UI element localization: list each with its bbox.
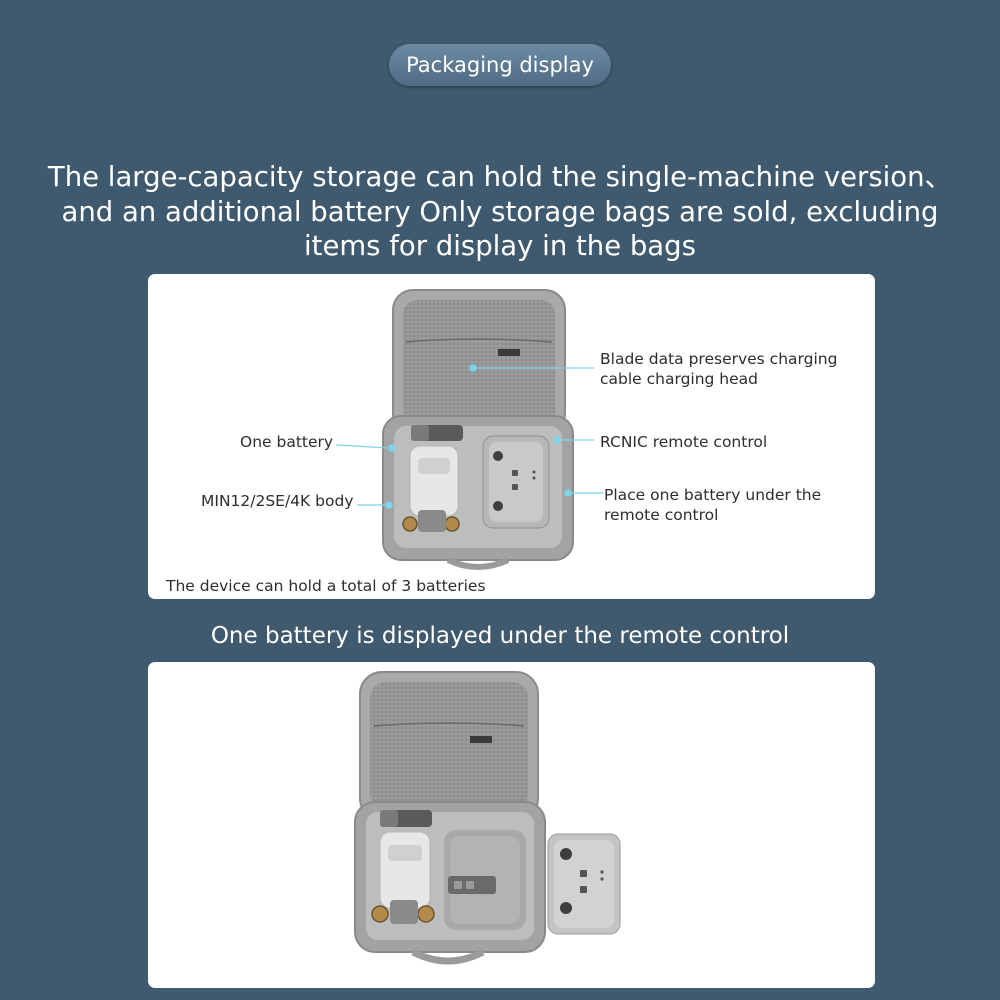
callout-blade-data: Blade data preserves charging cable char… — [600, 349, 837, 389]
storage-case-diagram: Blade data preserves charging cable char… — [148, 274, 875, 599]
callout-under-remote-line-1: Place one battery under the — [604, 486, 822, 504]
callout-remote-control: RCNIC remote control — [600, 433, 768, 451]
callout-blade-line-1: Blade data preserves charging — [600, 350, 838, 368]
headline: The large-capacity storage can hold the … — [40, 160, 960, 264]
callout-total-batteries: The device can hold a total of 3 batteri… — [166, 577, 486, 595]
headline-line-1: The large-capacity storage can hold the … — [47, 161, 953, 193]
section-caption: One battery is displayed under the remot… — [210, 623, 790, 649]
case-logo-tag — [498, 349, 520, 356]
callout-battery-under-remote: Place one battery under the remote contr… — [604, 485, 821, 525]
callout-blade-line-2: cable charging head — [600, 370, 759, 388]
storage-case-open-photo — [335, 289, 603, 570]
packaging-display-badge: Packaging display — [389, 44, 611, 86]
headline-line-2: and an additional battery Only storage b… — [61, 195, 939, 228]
callout-one-battery: One battery — [240, 433, 334, 451]
headline-line-3: items for display in the bags — [304, 230, 696, 262]
callout-drone-body: MIN12/2SE/4K body — [201, 492, 354, 510]
callout-under-remote-line-2: remote control — [604, 506, 719, 524]
storage-case-photo — [148, 662, 875, 988]
case-logo-tag-2 — [470, 736, 492, 743]
storage-case-open-photo-2 — [354, 671, 621, 965]
